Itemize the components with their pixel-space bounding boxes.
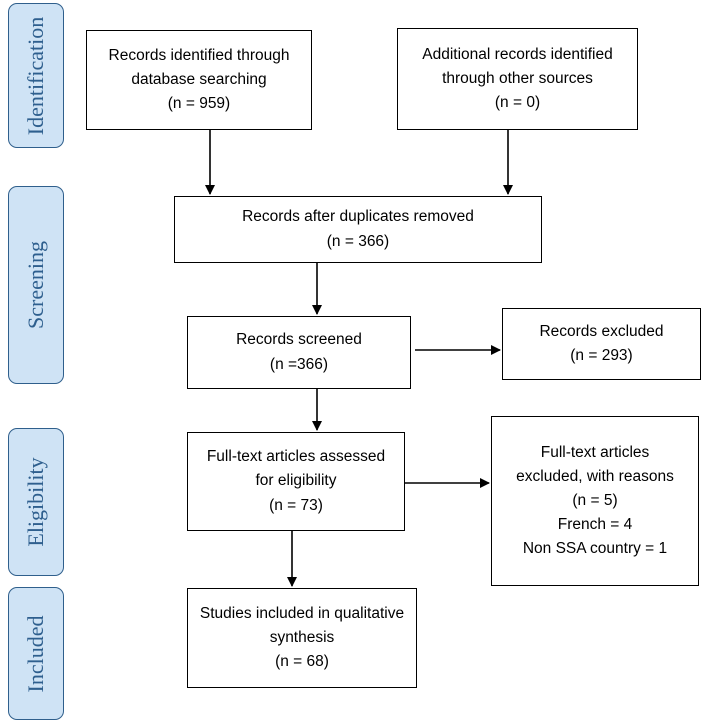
box-records-screened: Records screened (n =366) [187,316,411,389]
phase-eligibility: Eligibility [8,428,64,576]
box-records-excluded: Records excluded (n = 293) [502,308,701,380]
box-database-records: Records identified through database sear… [86,30,312,130]
box-fulltext-assessed: Full-text articles assessed for eligibil… [187,432,405,531]
box-after-duplicates: Records after duplicates removed (n = 36… [174,196,542,263]
box-studies-included: Studies included in qualitative synthesi… [187,588,417,688]
phase-identification: Identification [8,3,64,148]
phase-screening: Screening [8,186,64,384]
box-fulltext-excluded: Full-text articles excluded, with reason… [491,416,699,586]
box-other-sources: Additional records identified through ot… [397,28,638,130]
phase-included: Included [8,587,64,720]
